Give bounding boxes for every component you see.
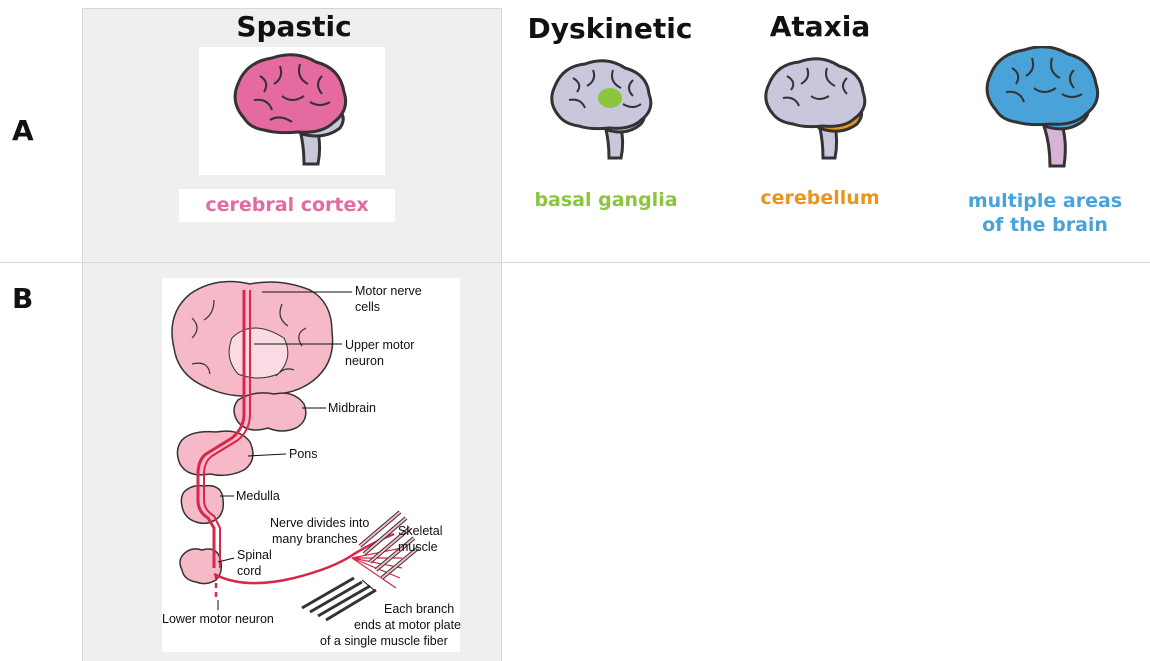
- multiple-areas-brain-illustration: [978, 46, 1110, 172]
- label-spinal-cord-1: Spinal: [237, 548, 272, 563]
- label-nerve-divides-1: Nerve divides into: [270, 516, 369, 531]
- motor-pathway-diagram: Motor nerve cells Upper motor neuron Mid…: [162, 278, 460, 652]
- spastic-brain-illustration: [224, 52, 360, 168]
- dyskinetic-brain-illustration: [543, 58, 663, 162]
- row-divider: [0, 262, 1150, 263]
- label-midbrain: Midbrain: [328, 401, 376, 416]
- caption-basal-ganglia: basal ganglia: [516, 188, 696, 212]
- label-skeletal-muscle-1: Skeletal: [398, 524, 442, 539]
- caption-cerebral-cortex: cerebral cortex: [179, 193, 395, 217]
- label-upper-motor-neuron-1: Upper motor: [345, 338, 414, 353]
- label-pons: Pons: [289, 447, 318, 462]
- label-motor-nerve-cells-1: Motor nerve: [355, 284, 422, 299]
- row-label-a: A: [12, 114, 34, 147]
- label-nerve-divides-2: many branches: [272, 532, 357, 547]
- label-upper-motor-neuron-2: neuron: [345, 354, 384, 369]
- column-title-spastic: Spastic: [214, 10, 374, 43]
- label-spinal-cord-2: cord: [237, 564, 261, 579]
- caption-cerebellum: cerebellum: [740, 186, 900, 210]
- caption-multiple-areas-line-1: multiple areas: [955, 189, 1135, 213]
- label-each-branch-1: Each branch: [384, 602, 454, 617]
- motor-pathway-illustration: [162, 278, 460, 652]
- label-motor-nerve-cells-2: cells: [355, 300, 380, 315]
- label-each-branch-2: ends at motor plate: [354, 618, 461, 633]
- row-label-b: B: [12, 282, 33, 315]
- ataxia-brain-illustration: [757, 56, 879, 162]
- label-skeletal-muscle-2: muscle: [398, 540, 438, 555]
- label-lower-motor-neuron: Lower motor neuron: [162, 612, 274, 627]
- label-each-branch-3: of a single muscle fiber: [320, 634, 448, 649]
- caption-multiple-areas-line-2: of the brain: [955, 213, 1135, 237]
- column-title-ataxia: Ataxia: [750, 10, 890, 43]
- column-title-dyskinetic: Dyskinetic: [520, 12, 700, 45]
- label-medulla: Medulla: [236, 489, 280, 504]
